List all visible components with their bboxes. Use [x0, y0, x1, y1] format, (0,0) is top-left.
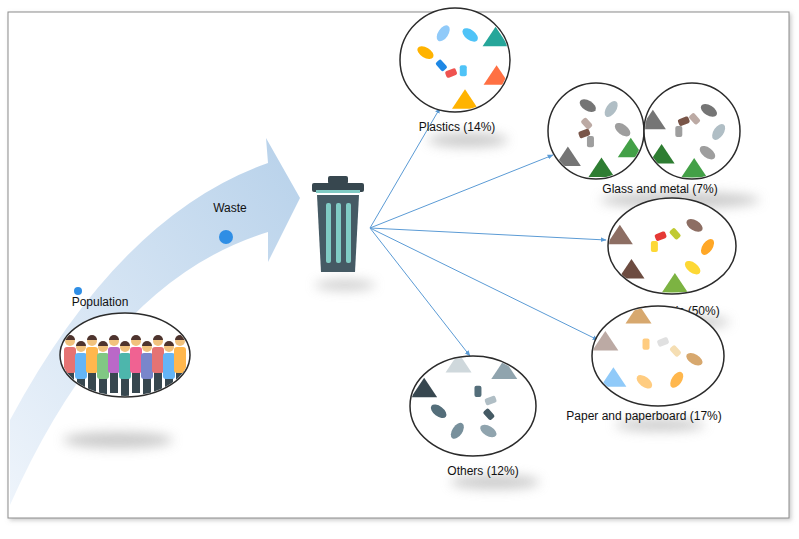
category-circle: Others (12%): [410, 356, 536, 456]
circle-illustration: [60, 313, 190, 397]
flow-label: Waste: [213, 201, 247, 215]
circle-outline: [592, 306, 724, 406]
circle-outline: [60, 313, 190, 397]
circle-illustration: [592, 306, 724, 406]
category-circle: Paper and paperboard (17%): [592, 306, 724, 406]
flow-arrow: [10, 138, 300, 505]
category-circle: Organic (50%): [608, 198, 736, 294]
category-label: Glass and metal (7%): [602, 182, 717, 196]
marker-dot: [219, 230, 233, 244]
category-label: Population: [72, 295, 129, 309]
circle-outline: [608, 198, 736, 294]
circle-illustration: [608, 198, 736, 294]
circle-illustration: [410, 356, 536, 456]
category-circle: Glass and metal (7%): [548, 82, 740, 180]
circle-outline: [410, 356, 536, 456]
shadows: [63, 133, 760, 489]
category-label: Paper and paperboard (17%): [566, 409, 721, 423]
category-circle: Population: [60, 313, 190, 397]
category-circle: Plastics (14%): [400, 8, 510, 112]
circle-outline: [400, 8, 510, 112]
circle-illustration: [548, 82, 740, 180]
trash-can: [312, 176, 364, 272]
frame: [8, 12, 789, 518]
marker-dot: [74, 287, 82, 295]
circle-outline: [548, 83, 644, 179]
category-label: Others (12%): [447, 464, 518, 478]
circle-illustration: [400, 8, 510, 112]
category-label: Plastics (14%): [419, 120, 496, 134]
circle-outline: [644, 83, 740, 179]
